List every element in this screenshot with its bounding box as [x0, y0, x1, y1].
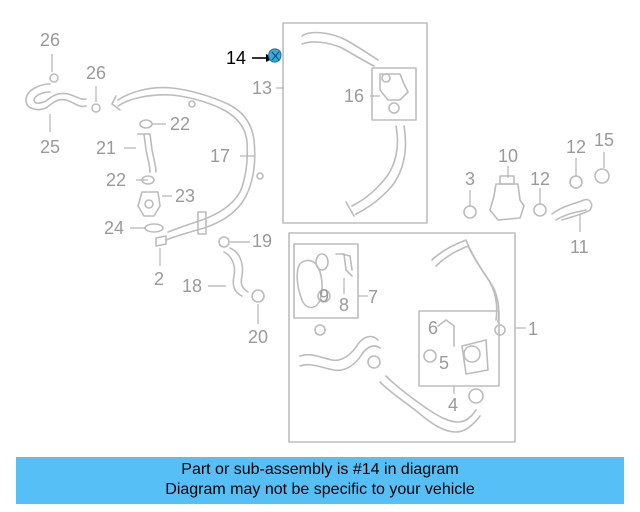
callout-4: 4 [448, 395, 459, 415]
group-box-16 [371, 67, 417, 121]
callout-18: 18 [182, 276, 203, 296]
callout-11: 11 [570, 237, 589, 257]
group-box-7 [293, 243, 359, 319]
hose-18 [223, 251, 243, 297]
clip-3 [463, 205, 477, 219]
callout-13: 13 [252, 78, 273, 98]
callout-6: 6 [428, 318, 439, 338]
callout-7: 7 [368, 287, 379, 307]
callout-16: 16 [344, 86, 365, 106]
group-box-4 [418, 310, 500, 387]
group-box-13 [282, 22, 428, 224]
clip-19 [218, 236, 230, 248]
banner-line-2: Diagram may not be specific to your vehi… [165, 481, 475, 498]
callout-17: 17 [210, 146, 231, 166]
clip-22a [139, 119, 153, 129]
part-6 [437, 319, 455, 347]
clip-15 [594, 168, 610, 184]
oring-24 [144, 223, 164, 233]
part-16 [379, 73, 409, 101]
hose-4 [379, 381, 481, 433]
part-10 [489, 183, 525, 221]
hose-13-main [351, 125, 399, 207]
clip-26b [91, 103, 101, 113]
hose-17 [117, 86, 256, 241]
callout-12b: 12 [566, 137, 587, 157]
callout-22b: 22 [106, 170, 127, 190]
callout-24: 24 [104, 218, 125, 238]
callout-1: 1 [528, 319, 539, 339]
callout-12a: 12 [530, 169, 551, 189]
callout-5: 5 [439, 353, 450, 373]
hose-25 [25, 83, 87, 111]
callout-19: 19 [252, 231, 273, 251]
clip-12b [569, 175, 583, 189]
group-box-1 [288, 232, 516, 443]
fitting-23 [137, 191, 161, 217]
callout-14: 14 [226, 48, 247, 68]
part-5 [423, 349, 437, 363]
callout-15: 15 [594, 130, 615, 150]
clip-26a [49, 73, 59, 83]
part-8 [335, 253, 353, 277]
hose-lower-left [299, 335, 379, 362]
hose-21 [137, 133, 151, 173]
hose-11 [551, 198, 593, 221]
callout-26a: 26 [40, 30, 61, 50]
clip-12a [533, 203, 547, 217]
callout-20: 20 [248, 327, 269, 347]
clip-20 [251, 289, 265, 303]
callout-21: 21 [96, 138, 117, 158]
callout-2: 2 [154, 269, 165, 289]
callout-9: 9 [319, 286, 330, 306]
callout-10: 10 [498, 146, 519, 166]
callout-8: 8 [339, 295, 350, 315]
callout-26b: 26 [86, 63, 107, 83]
clip-2 [155, 235, 167, 247]
clip-14-highlighted [268, 48, 282, 63]
callout-22a: 22 [170, 114, 191, 134]
callout-3: 3 [465, 169, 476, 189]
callout-23: 23 [175, 186, 196, 206]
banner-line-1: Part or sub-assembly is #14 in diagram [181, 461, 459, 478]
hose-13-top [301, 31, 379, 61]
info-banner: Part or sub-assembly is #14 in diagram D… [16, 457, 624, 504]
callout-25: 25 [40, 137, 61, 157]
